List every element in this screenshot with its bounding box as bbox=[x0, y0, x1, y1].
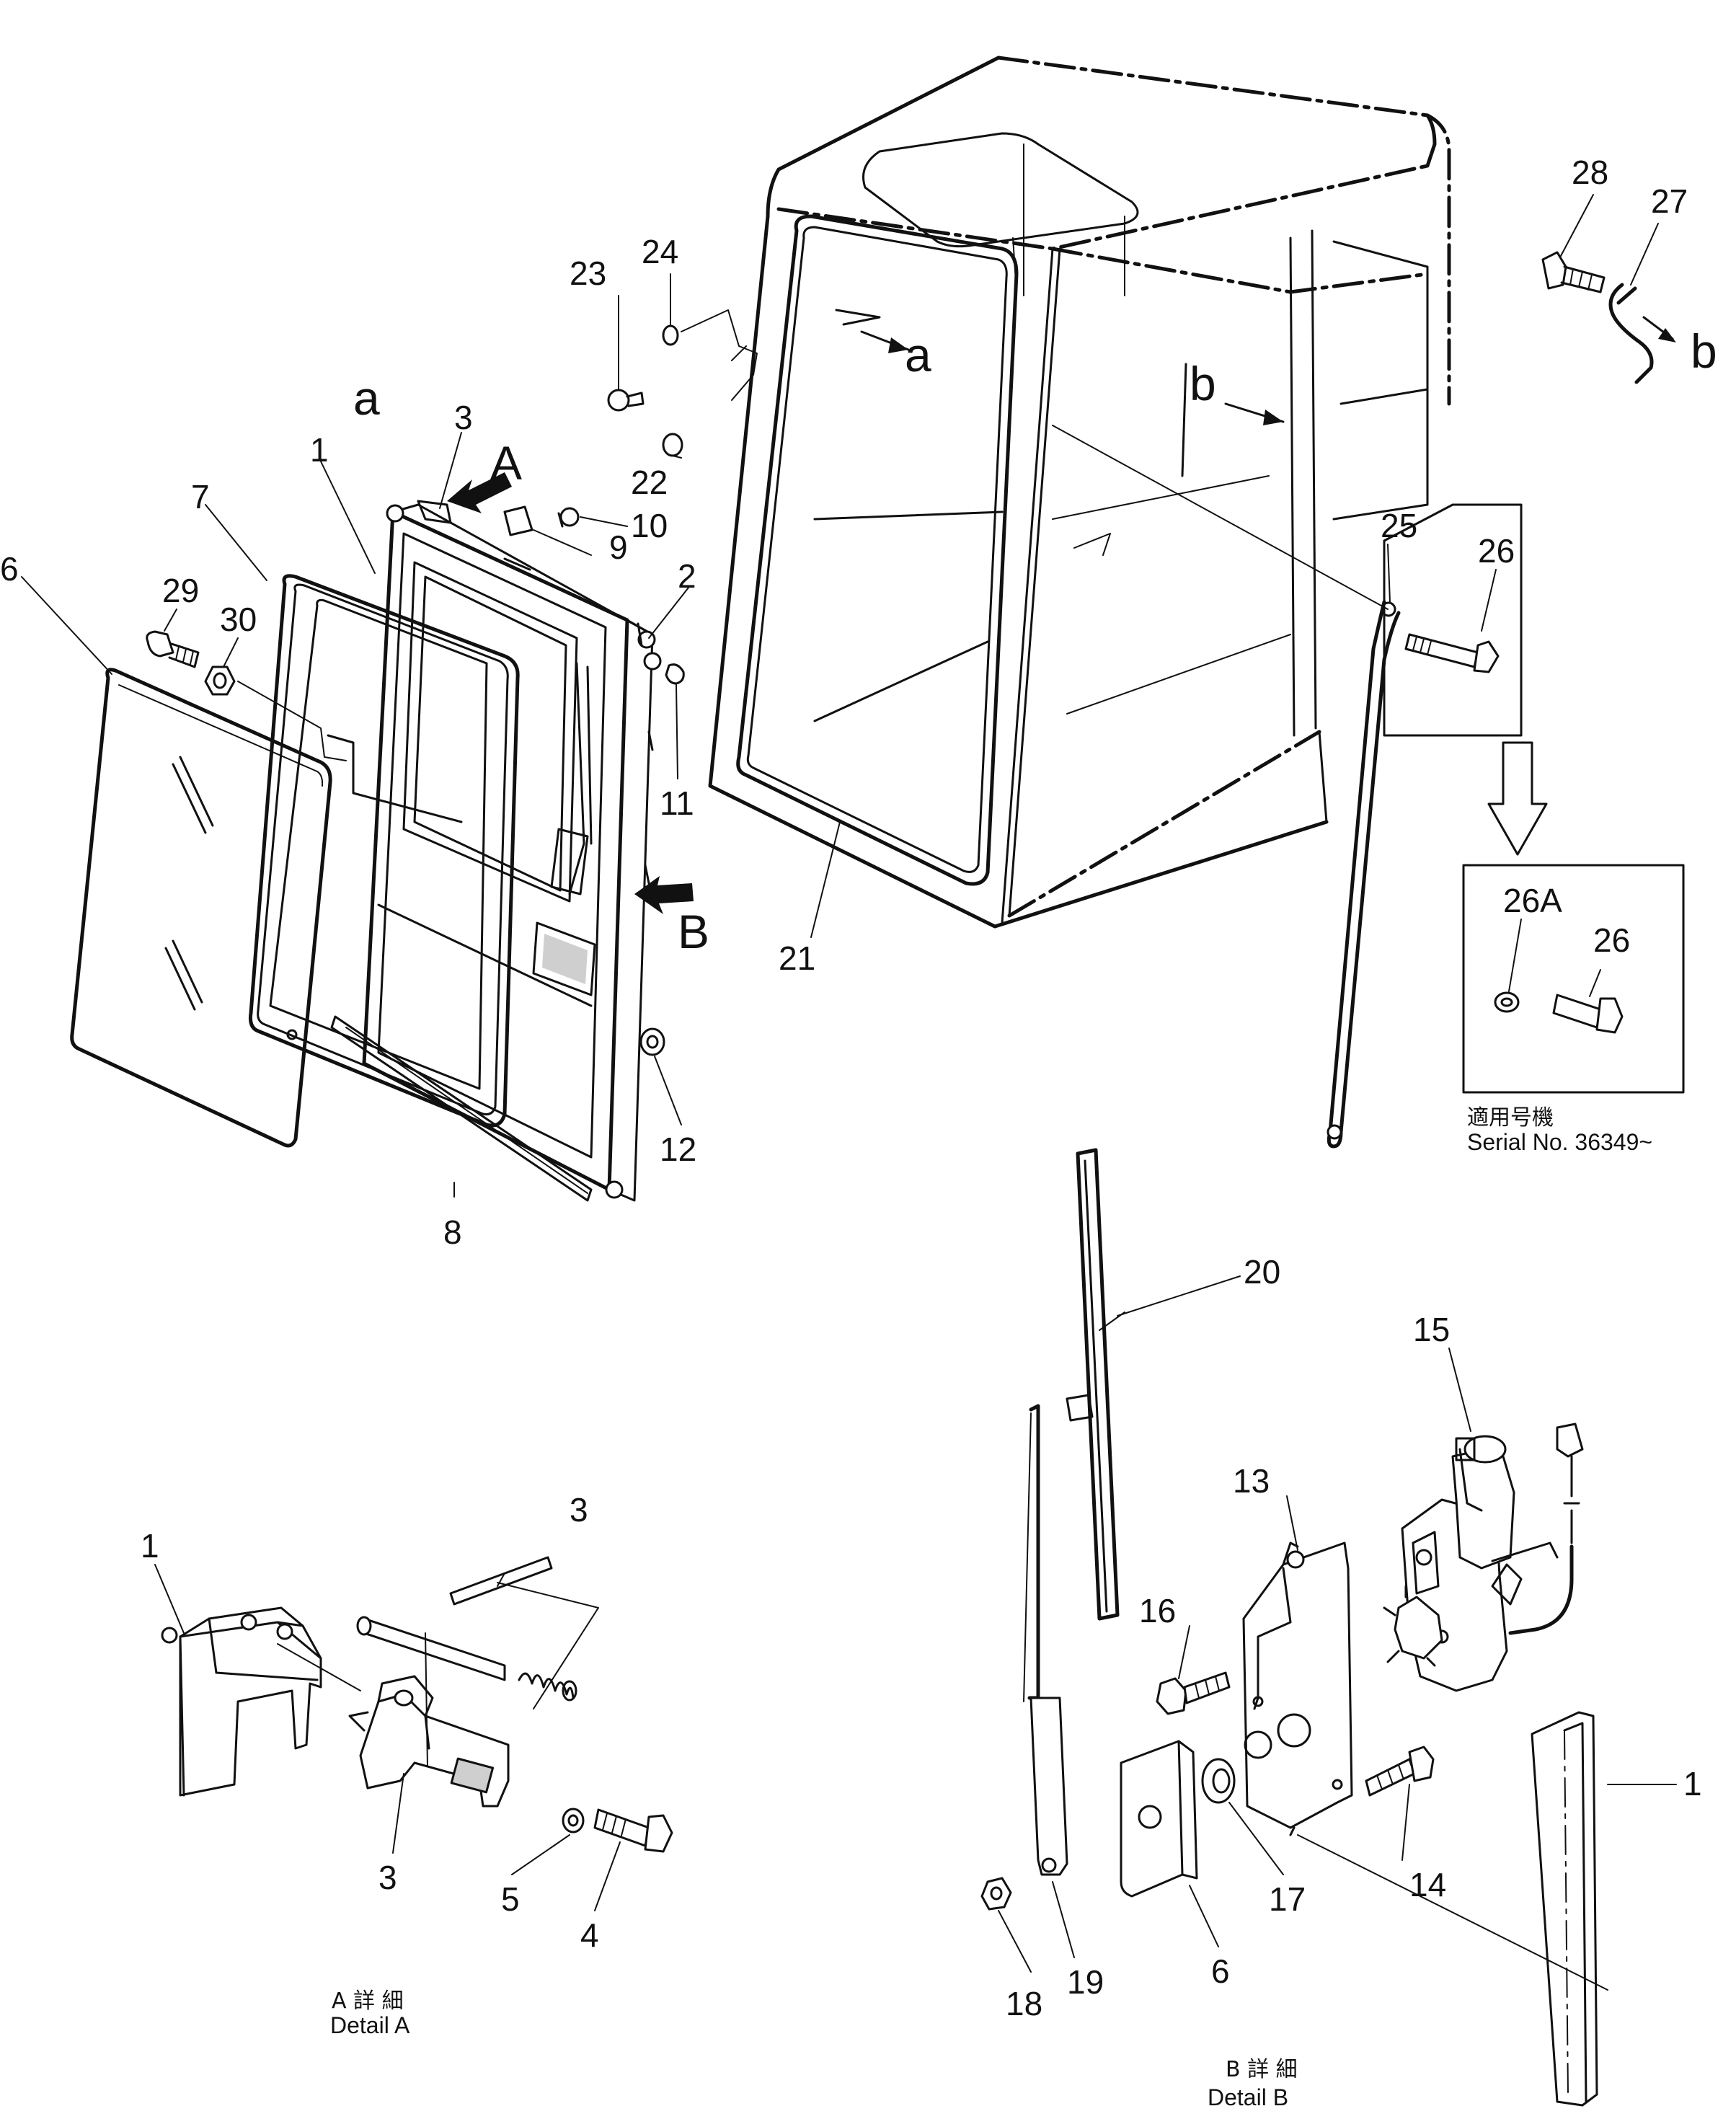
small-parts bbox=[146, 251, 1676, 1149]
callout-6: 6 bbox=[0, 550, 19, 588]
detail-b-callout-13: 13 bbox=[1233, 1462, 1270, 1500]
callout-23: 23 bbox=[570, 255, 606, 292]
cab-frame bbox=[708, 56, 1451, 929]
callout-24: 24 bbox=[642, 233, 678, 270]
detail-a-callout-1: 1 bbox=[141, 1527, 159, 1565]
detail-b-callout-17: 17 bbox=[1269, 1880, 1306, 1918]
detail-a-callout-4: 4 bbox=[580, 1916, 599, 1954]
callout-2: 2 bbox=[678, 557, 696, 595]
seal-strip bbox=[330, 1015, 593, 1202]
detail-a-caption-jp: A 詳 細 bbox=[332, 1989, 404, 2014]
callout-22: 22 bbox=[631, 464, 668, 501]
detail-a-callout-3-body: 3 bbox=[378, 1859, 397, 1896]
callout-8: 8 bbox=[443, 1213, 462, 1251]
detail-b-drawing bbox=[980, 1148, 1608, 2107]
callout-25: 25 bbox=[1381, 507, 1417, 544]
callout-3: 3 bbox=[454, 399, 473, 436]
callout-21: 21 bbox=[779, 939, 815, 977]
callout-28: 28 bbox=[1572, 154, 1608, 191]
door-frame bbox=[362, 500, 662, 1202]
leader-lines bbox=[21, 194, 1677, 1973]
view-arrows bbox=[447, 472, 694, 914]
door-glass bbox=[70, 668, 332, 1148]
detail-a-caption-en: Detail A bbox=[330, 2012, 410, 2038]
detail-b-callout-20: 20 bbox=[1244, 1253, 1280, 1291]
serial-note-jp: 適用号機 bbox=[1467, 1105, 1554, 1131]
callout-labels: 6 7 1 3 2 9 10 11 12 8 21 22 23 24 25 26… bbox=[0, 154, 1702, 2022]
view-marker-B: B bbox=[678, 905, 709, 958]
detail-b-callout-15: 15 bbox=[1413, 1311, 1450, 1348]
callout-26A: 26A bbox=[1503, 882, 1562, 919]
detail-a-callout-3-top: 3 bbox=[570, 1491, 588, 1529]
detail-b-callout-6: 6 bbox=[1211, 1952, 1230, 1990]
view-marker-a-cab: a bbox=[905, 328, 931, 381]
view-marker-labels: a a b b A B bbox=[353, 324, 1717, 958]
detail-b-callout-18: 18 bbox=[1006, 1985, 1042, 2022]
detail-b-callout-1: 1 bbox=[1683, 1765, 1702, 1802]
detail-a-callout-5: 5 bbox=[501, 1880, 520, 1918]
view-marker-b-right: b bbox=[1691, 324, 1717, 378]
callout-30: 30 bbox=[220, 601, 257, 638]
detail-b-caption-jp: B 詳 細 bbox=[1226, 2057, 1298, 2082]
captions: 適用号機 Serial No. 36349~ A 詳 細 Detail A B … bbox=[330, 1105, 1652, 2110]
view-marker-a-left: a bbox=[353, 371, 380, 425]
callout-11: 11 bbox=[660, 784, 694, 822]
weatherstrip bbox=[249, 574, 520, 1128]
callout-1: 1 bbox=[310, 431, 329, 469]
detail-b-callout-14: 14 bbox=[1409, 1866, 1446, 1903]
view-marker-A: A bbox=[490, 436, 522, 490]
detail-b-callout-16: 16 bbox=[1139, 1592, 1176, 1629]
callout-12: 12 bbox=[660, 1131, 696, 1168]
callout-26: 26 bbox=[1478, 532, 1515, 570]
serial-note-en: Serial No. 36349~ bbox=[1467, 1129, 1652, 1155]
callout-7: 7 bbox=[191, 478, 210, 516]
callout-29: 29 bbox=[162, 572, 199, 609]
detail-b-callout-19: 19 bbox=[1067, 1963, 1104, 2001]
serial-inset bbox=[1383, 503, 1685, 1094]
callout-27: 27 bbox=[1651, 182, 1688, 220]
view-marker-b-cab: b bbox=[1190, 357, 1216, 410]
detail-a-drawing bbox=[161, 1556, 673, 1853]
detail-b-caption-en: Detail B bbox=[1208, 2084, 1288, 2110]
callout-9: 9 bbox=[609, 528, 628, 566]
callout-26-inset: 26 bbox=[1593, 921, 1630, 959]
callout-10: 10 bbox=[631, 507, 668, 544]
